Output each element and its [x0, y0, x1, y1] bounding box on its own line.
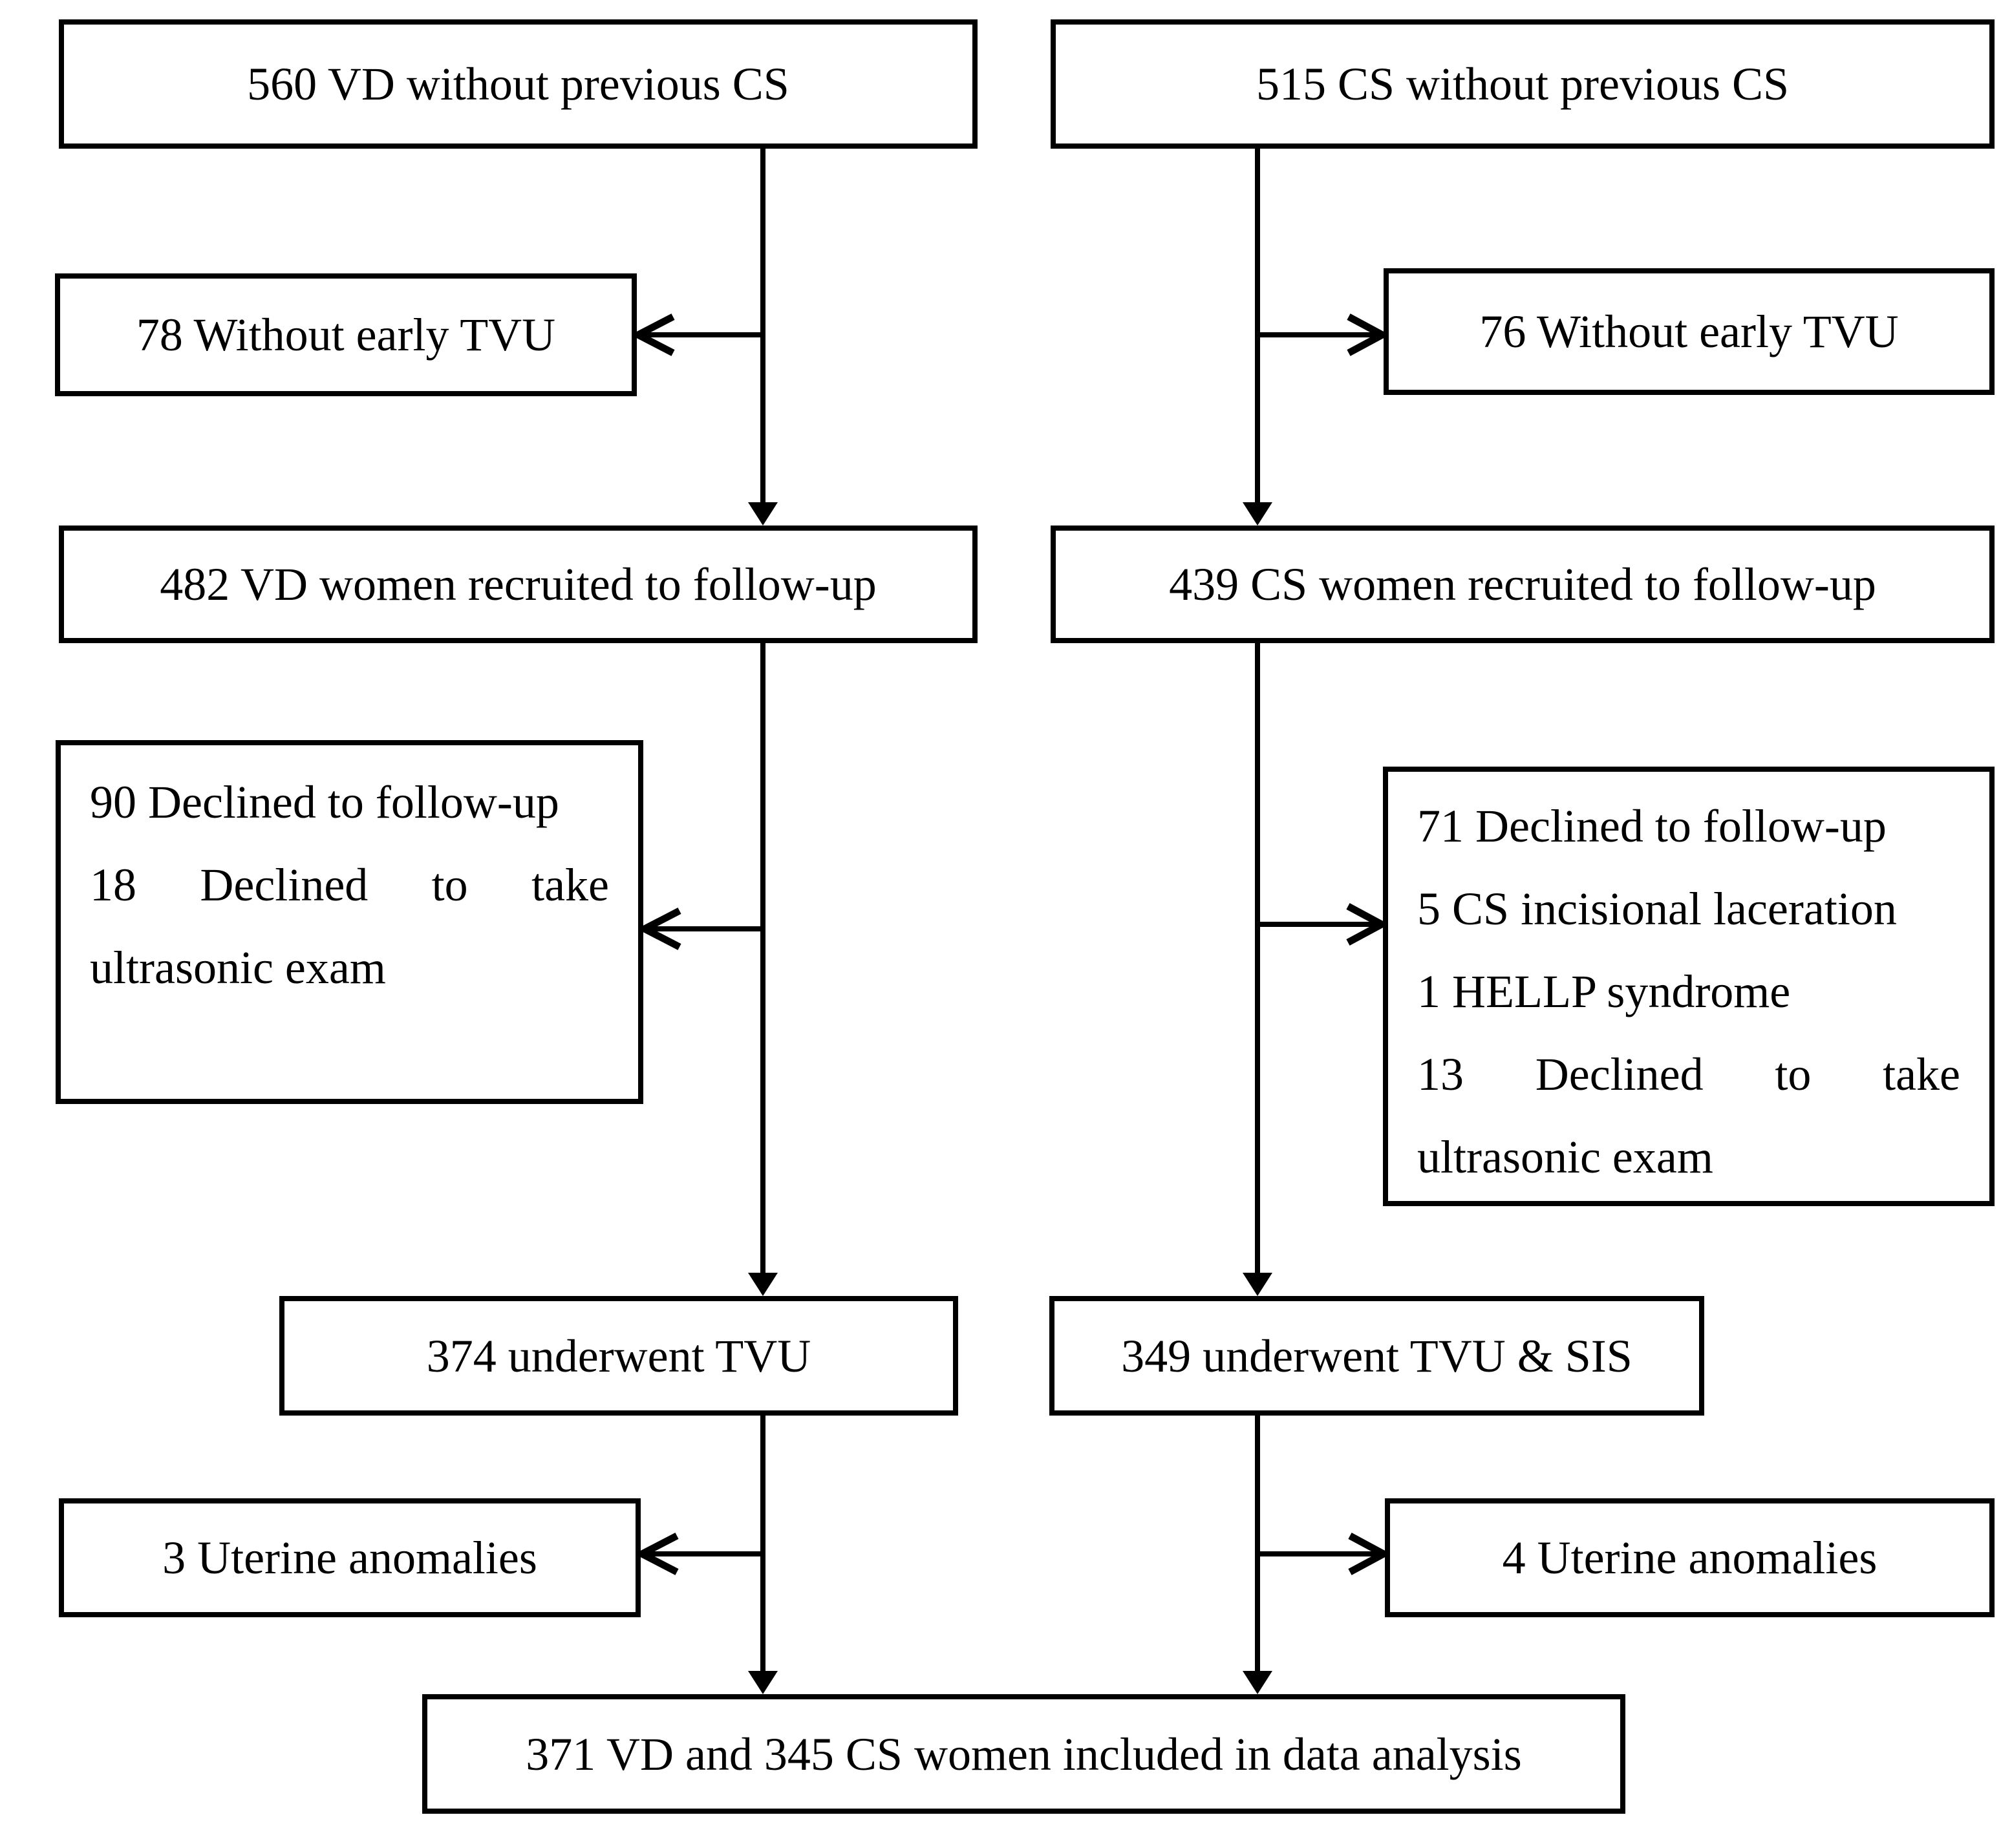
arrow-vd-recruited-to-underwent — [748, 643, 778, 1296]
flow-box-vd-initial: 560 VD without previous CS — [59, 19, 978, 149]
box-line: 71 Declined to follow-up — [1417, 800, 1887, 852]
arrow-cs-recruited-to-underwent — [1243, 643, 1272, 1296]
flow-box-cs-uterine-anomalies: 4 Uterine anomalies — [1385, 1498, 1995, 1617]
arrow-vd-initial-to-recruited — [748, 147, 778, 526]
flow-box-vd-recruited: 482 VD women recruited to follow-up — [59, 526, 978, 643]
flow-box-final-analysis: 371 VD and 345 CS women included in data… — [422, 1694, 1625, 1814]
box-line: 90 Declined to follow-up — [90, 776, 559, 828]
box-line: ultrasonic exam — [1417, 1131, 1713, 1183]
flow-box-vd-excluded: 90 Declined to follow-up 18 Declined to t… — [56, 740, 643, 1104]
flow-box-cs-no-early-tvu: 76 Without early TVU — [1384, 268, 1995, 395]
arrow-cs-initial-to-recruited — [1243, 147, 1272, 526]
flow-box-cs-recruited: 439 CS women recruited to follow-up — [1051, 526, 1995, 643]
arrow-cs-underwent-to-final — [1243, 1416, 1272, 1694]
arrow-vd-to-excluded — [637, 908, 763, 950]
arrow-vd-to-no-early-tvu — [630, 313, 763, 356]
flow-box-vd-uterine-anomalies: 3 Uterine anomalies — [59, 1498, 641, 1617]
box-line: 18 Declined to take — [90, 859, 609, 911]
flow-box-vd-underwent-tvu: 374 underwent TVU — [279, 1296, 958, 1416]
box-line: 13 Declined to take — [1417, 1048, 1960, 1100]
flow-box-cs-excluded: 71 Declined to follow-up 5 CS incisional … — [1383, 767, 1995, 1206]
flow-box-vd-no-early-tvu: 78 Without early TVU — [55, 273, 637, 396]
arrow-vd-underwent-to-final — [748, 1416, 778, 1694]
arrow-cs-to-no-early-tvu — [1257, 313, 1390, 356]
arrow-vd-to-anomalies — [634, 1533, 763, 1575]
flow-box-cs-initial: 515 CS without previous CS — [1051, 19, 1995, 149]
box-line: ultrasonic exam — [90, 942, 386, 993]
box-line: 5 CS incisional laceration — [1417, 883, 1897, 935]
flow-box-cs-underwent-tvu-sis: 349 underwent TVU & SIS — [1049, 1296, 1704, 1416]
box-line: 1 HELLP syndrome — [1417, 966, 1791, 1017]
arrow-cs-to-excluded — [1257, 903, 1389, 946]
arrow-cs-to-anomalies — [1257, 1533, 1391, 1575]
